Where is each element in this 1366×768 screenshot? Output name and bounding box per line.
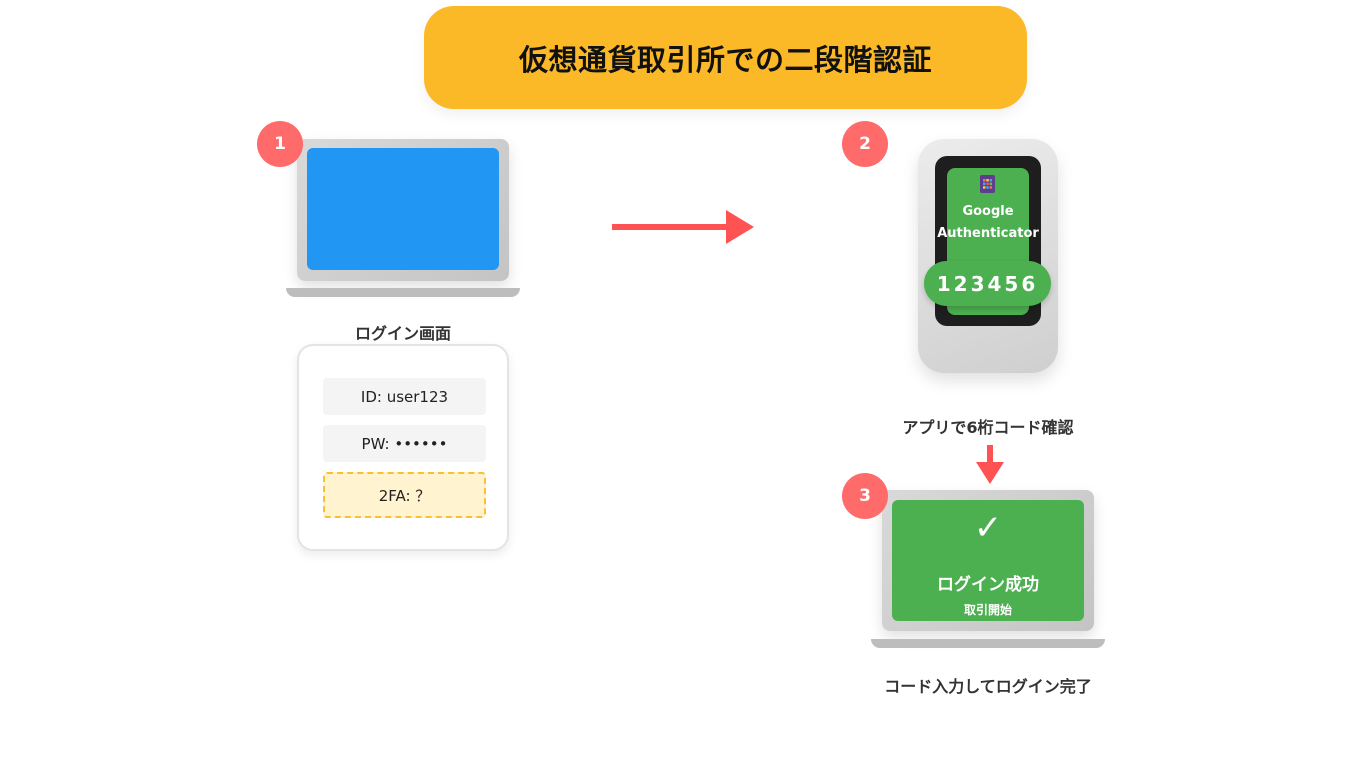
step-1-badge: 1 [257, 121, 303, 167]
title-banner: 仮想通貨取引所での二段階認証 [424, 6, 1027, 109]
step-1-login-screen [307, 148, 499, 270]
password-field[interactable]: PW: •••••• [323, 425, 486, 462]
step-3-caption: コード入力してログイン完了 [884, 677, 1092, 696]
diagram-title: 仮想通貨取引所での二段階認証 [518, 42, 932, 77]
step-3-badge: 3 [842, 473, 888, 519]
login-form-card: ID: user123 PW: •••••• 2FA: ？ [297, 344, 509, 551]
step-3-laptop-base [871, 639, 1105, 648]
id-field[interactable]: ID: user123 [323, 378, 486, 415]
step-3-success-screen [892, 500, 1084, 621]
step-1-laptop-base [286, 288, 520, 297]
login-success-title: ログイン成功 [937, 575, 1039, 595]
step-1-caption: ログイン画面 [354, 324, 451, 343]
authenticator-app-icon [980, 175, 995, 193]
app-name-line1: Google [962, 204, 1014, 219]
arrow-right-icon [612, 210, 754, 244]
arrow-down-icon [976, 445, 1004, 484]
arrow-right [612, 210, 754, 244]
app-name-line2: Authenticator [937, 226, 1039, 241]
two-factor-field[interactable]: 2FA: ？ [323, 472, 486, 518]
step-2-badge: 2 [842, 121, 888, 167]
arrow-down [976, 445, 1004, 484]
trading-start-label: 取引開始 [963, 603, 1012, 617]
step-2-caption: アプリで6桁コード確認 [902, 418, 1074, 437]
check-icon: ✓ [973, 508, 1003, 548]
auth-code-display: 123456 [924, 261, 1051, 306]
